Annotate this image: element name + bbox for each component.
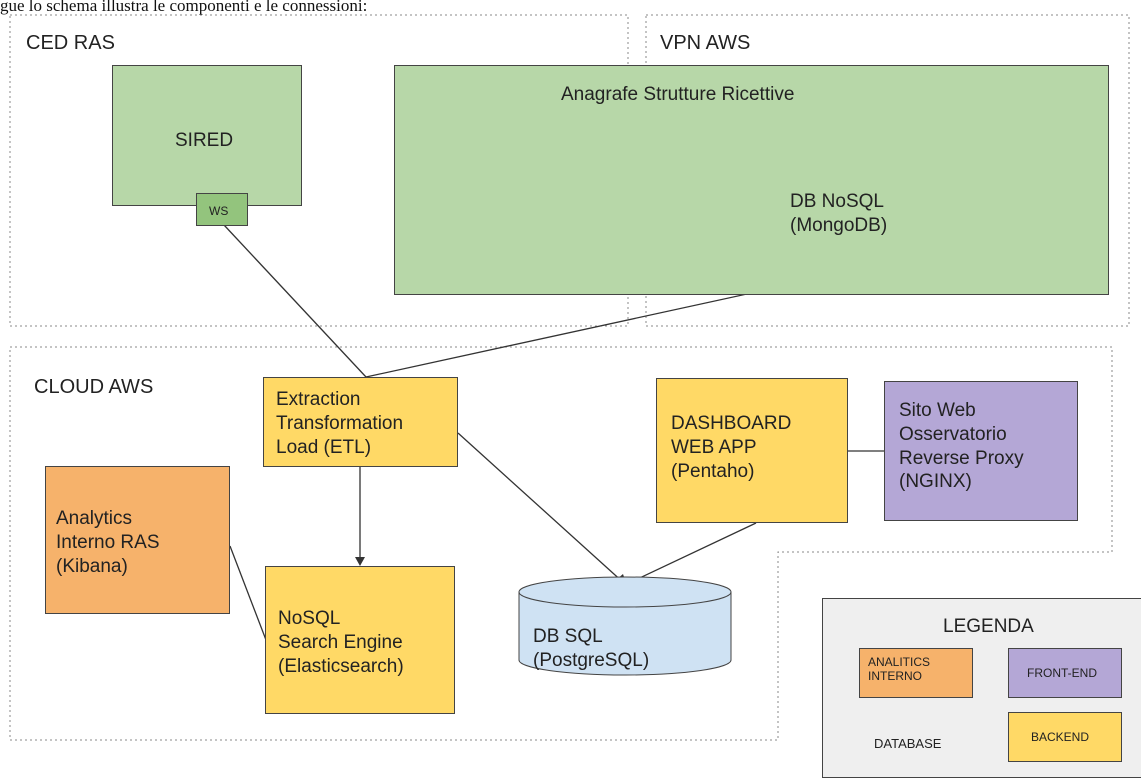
legend-title: LEGENDA <box>943 616 1034 637</box>
connector-dashboard-postgresql <box>626 522 757 585</box>
region-label-cloud-aws: CLOUD AWS <box>34 376 154 398</box>
region-cloud-aws <box>9 346 1113 741</box>
region-vpn-aws <box>645 14 1130 327</box>
analytics-label: Analytics Interno RAS (Kibana) <box>56 508 160 577</box>
search-engine-box: NoSQL Search Engine (Elasticsearch) <box>265 566 455 714</box>
dashboard-label: DASHBOARD WEB APP (Pentaho) <box>671 413 792 482</box>
legend-analytics-label: ANALITICS INTERNO <box>868 655 931 684</box>
connector-ws-etl <box>223 224 367 378</box>
db-sql-label: DB SQL (PostgreSQL) <box>533 626 650 671</box>
region-label-vpn-aws: VPN AWS <box>660 32 751 54</box>
legend-backend-label: BACKEND <box>1031 730 1090 744</box>
analytics-box: Analytics Interno RAS (Kibana) <box>45 466 230 614</box>
connector-kibana-search <box>229 545 267 641</box>
sito-web-label: Sito Web Osservatorio Reverse Proxy (NGI… <box>899 400 1024 493</box>
sired-label: SIRED <box>175 130 234 151</box>
arrowhead-search <box>355 557 365 566</box>
legend-box: LEGENDA ANALITICS INTERNO FRONT-END BACK… <box>822 598 1141 778</box>
ws-box: WS <box>196 193 248 226</box>
ws-label: WS <box>209 204 229 218</box>
connector-etl-postgresql <box>457 432 626 585</box>
etl-label: Extraction Transformation Load (ETL) <box>276 389 404 458</box>
legend-frontend-swatch: FRONT-END <box>1008 648 1122 698</box>
db-sql-cylinder <box>518 592 732 676</box>
legend-frontend-label: FRONT-END <box>1027 666 1097 680</box>
sired-box: SIRED <box>112 65 302 206</box>
etl-box: Extraction Transformation Load (ETL) <box>263 377 458 467</box>
legend-backend-swatch: BACKEND <box>1008 712 1122 762</box>
search-engine-label: NoSQL Search Engine (Elasticsearch) <box>278 608 404 677</box>
dashboard-box: DASHBOARD WEB APP (Pentaho) <box>656 378 848 523</box>
sito-web-box: Sito Web Osservatorio Reverse Proxy (NGI… <box>884 381 1078 521</box>
legend-database-label: DATABASE <box>874 736 942 751</box>
anagrafe-box: Anagrafe Strutture Ricettive <box>394 65 1109 295</box>
legend-analytics-swatch: ANALITICS INTERNO <box>859 648 973 698</box>
page-caption: gue lo schema illustra le componenti e l… <box>0 0 368 15</box>
anagrafe-label: Anagrafe Strutture Ricettive <box>561 84 795 105</box>
db-nosql-label: DB NoSQL (MongoDB) <box>790 191 888 236</box>
region-label-ced-ras: CED RAS <box>26 32 115 54</box>
